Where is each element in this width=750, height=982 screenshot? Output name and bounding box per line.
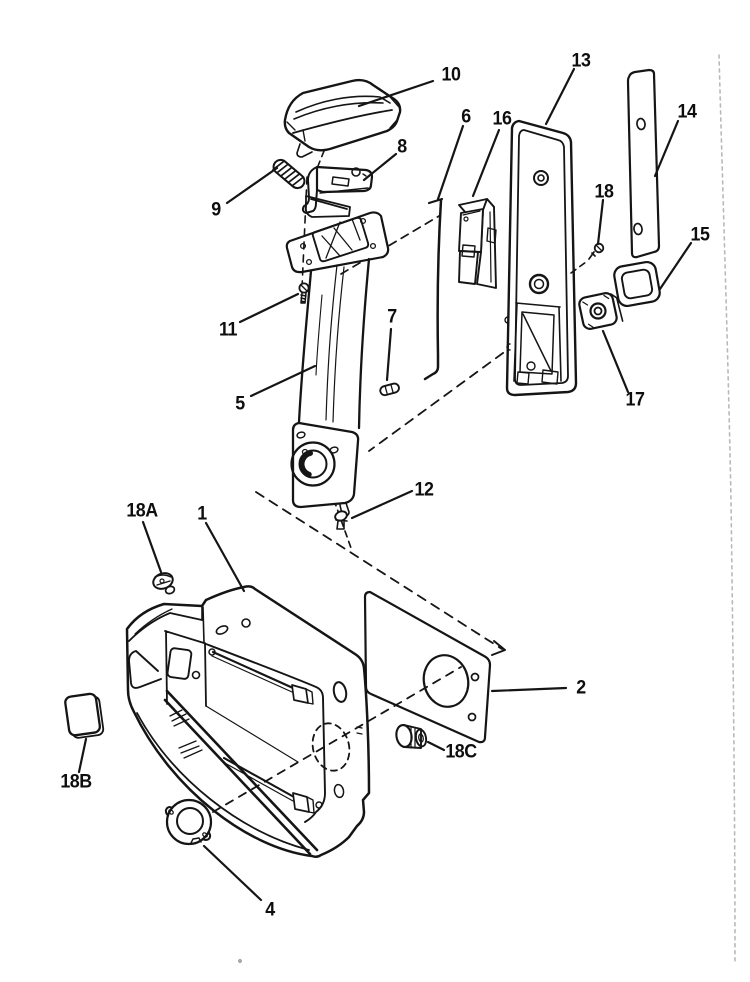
part-label-14: 14 — [677, 101, 697, 123]
part-6-rod-drawing — [423, 197, 444, 381]
leader-16 — [471, 128, 501, 198]
part-17-grommet-drawing — [578, 292, 624, 330]
part-label-4: 4 — [265, 899, 275, 921]
part-13-plate-drawing — [504, 119, 578, 397]
part-18-screw-drawing — [588, 242, 605, 260]
part-15-gasket-drawing — [613, 260, 661, 308]
part-11-screw-drawing — [298, 282, 310, 304]
axis-line-latch — [301, 176, 308, 289]
part-12-screw-drawing — [334, 510, 348, 530]
leader-5 — [249, 364, 317, 398]
leader-10 — [357, 79, 435, 108]
leader-13 — [544, 67, 576, 126]
part-label-18C: 18C — [445, 741, 477, 763]
part-label-1: 1 — [197, 503, 207, 525]
part-10-drawing — [283, 78, 402, 158]
part-label-18A: 18A — [126, 500, 158, 522]
part-label-5: 5 — [235, 393, 245, 415]
leader-15 — [658, 241, 693, 291]
part-1-housing-drawing — [125, 585, 371, 859]
part-label-7: 7 — [387, 306, 397, 328]
part-label-15: 15 — [690, 224, 710, 246]
leader-18b — [77, 737, 88, 774]
leader-12 — [350, 489, 414, 520]
part-label-18: 18 — [594, 181, 614, 203]
part-16-drawing — [458, 198, 497, 289]
part-18c-bushing-drawing — [395, 724, 428, 749]
part-5-drawing — [285, 211, 390, 517]
leader-18c — [426, 740, 446, 752]
leader-4 — [202, 844, 263, 902]
leader-18 — [596, 198, 605, 246]
leader-11 — [238, 292, 300, 324]
part-label-2: 2 — [576, 677, 586, 699]
part-label-8: 8 — [397, 136, 407, 158]
part-label-11: 11 — [219, 319, 237, 341]
leader-1 — [204, 521, 246, 593]
assembly-axis-lines — [255, 150, 530, 650]
speck — [238, 959, 242, 963]
leader-8 — [362, 152, 398, 182]
part-18b-pad-drawing — [64, 692, 105, 739]
leader-2 — [490, 686, 568, 693]
part-label-12: 12 — [414, 479, 434, 501]
part-7-pin-drawing — [379, 382, 400, 397]
axis-arrowhead — [491, 640, 506, 656]
part-label-13: 13 — [571, 50, 591, 72]
part-label-16: 16 — [492, 108, 512, 130]
axis-line-lower — [212, 666, 462, 813]
page-edge-mark — [718, 54, 736, 963]
part-14-strip-drawing — [626, 68, 661, 259]
part-2-plate-drawing — [363, 590, 492, 744]
part-label-10: 10 — [441, 64, 461, 86]
part-label-17: 17 — [625, 389, 645, 411]
part-label-9: 9 — [211, 199, 221, 221]
axis-line-18 — [570, 261, 587, 274]
leader-14 — [653, 119, 680, 178]
leader-lines — [77, 67, 693, 902]
part-4-ring-drawing — [164, 798, 213, 846]
leader-18a — [141, 520, 163, 574]
part-18a-grommet-drawing — [152, 572, 176, 595]
leader-17 — [601, 329, 630, 394]
part-label-18B: 18B — [60, 771, 92, 793]
leader-9 — [225, 166, 279, 205]
leader-6 — [436, 124, 465, 201]
leader-7 — [385, 327, 393, 382]
part-8-drawing — [301, 165, 374, 218]
part-label-6: 6 — [461, 106, 471, 128]
part-9-spring-drawing — [272, 158, 306, 190]
